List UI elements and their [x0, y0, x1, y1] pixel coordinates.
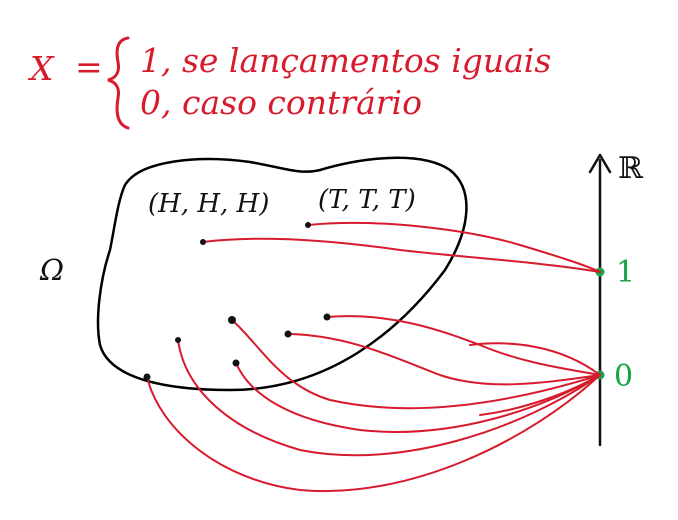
sample-space-outline [96, 156, 468, 392]
mapping-o2-to-zero [287, 333, 601, 386]
outcome-point [323, 313, 331, 321]
outcome-point [175, 337, 181, 343]
variable-symbol: X [27, 49, 55, 88]
outcome-hhh-label: (H, H, H) [148, 189, 269, 219]
real-axis: ℝ 1 0 [588, 151, 644, 447]
outcome-point [143, 373, 151, 381]
mapping-o4-to-zero [235, 362, 601, 433]
axis-label: ℝ [618, 151, 644, 186]
mapping-ttt-to-one [307, 221, 601, 273]
mapping-return-1 [469, 342, 601, 376]
mapping-curves [146, 221, 601, 493]
definition: X = 1, se lançamentos iguais 0, caso con… [27, 36, 551, 130]
outcome-point-ttt [305, 222, 311, 228]
mapping-o5-to-zero [177, 339, 601, 457]
outcome-ttt-label: (T, T, T) [318, 185, 416, 215]
outcome-points [143, 222, 331, 381]
mapping-o3-to-zero [231, 319, 601, 410]
outcome-point [284, 330, 292, 338]
equals-sign: = [75, 47, 103, 86]
case-zero: 0, caso contrário [140, 83, 422, 122]
curly-brace [107, 36, 130, 130]
outcome-point-hhh [200, 239, 206, 245]
axis-value-zero: 0 [614, 359, 633, 394]
mapping-o6-to-zero [146, 374, 601, 493]
outcome-point [232, 359, 240, 367]
case-one: 1, se lançamentos iguais [140, 41, 551, 80]
axis-arrow-icon [588, 153, 612, 174]
axis-value-one: 1 [616, 255, 635, 290]
omega-symbol: Ω [39, 253, 64, 287]
outcome-point [228, 316, 236, 324]
mapping-hhh-to-one [202, 237, 601, 273]
mapping-return-2 [479, 374, 601, 416]
